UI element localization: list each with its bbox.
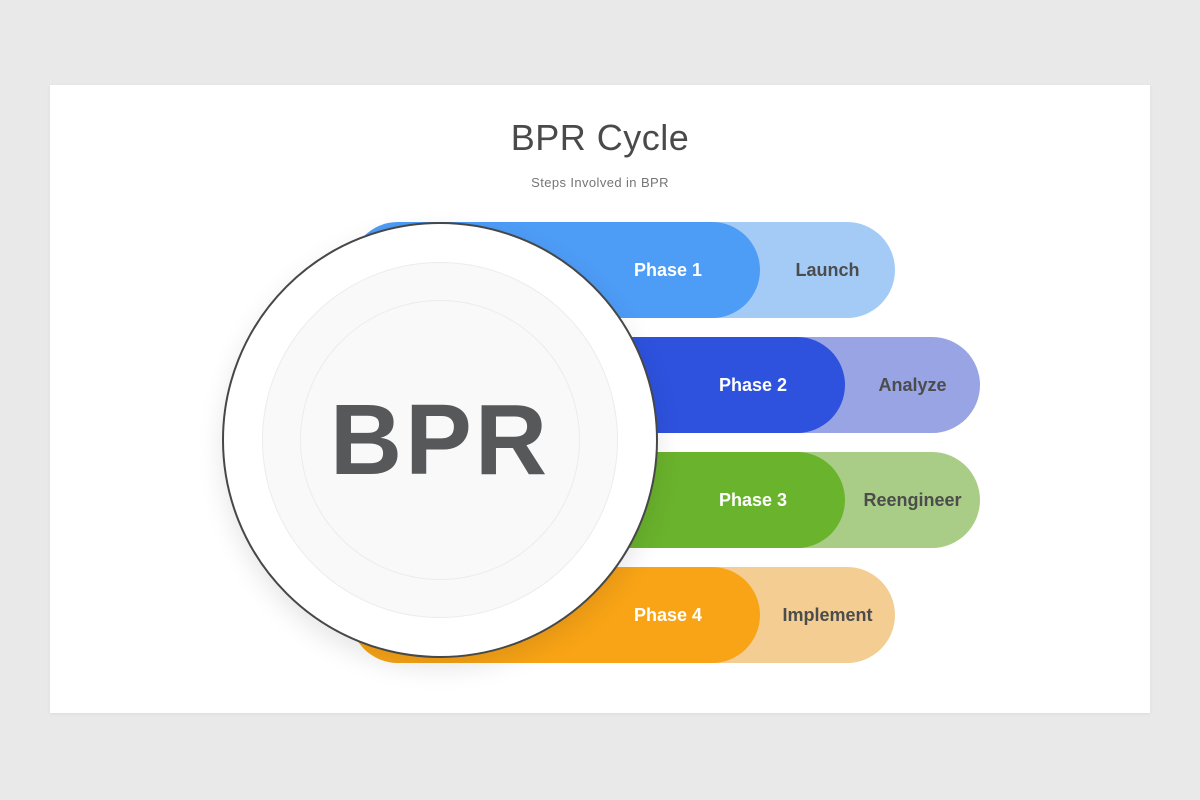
slide-title: BPR Cycle xyxy=(510,117,690,158)
slide-subtitle: Steps Involved in BPR xyxy=(531,175,669,190)
slide-card: BPR Cycle Steps Involved in BPR Launch P… xyxy=(50,85,1150,713)
phase-label-4: Phase 4 xyxy=(633,604,702,625)
phase-label-3: Phase 3 xyxy=(718,489,787,510)
bpr-diagram: Launch Phase 1 Analyze Phase 2 Reenginee… xyxy=(50,85,1150,713)
step-label-analyze: Analyze xyxy=(878,374,947,395)
bpr-circle-label: BPR xyxy=(329,383,551,496)
phase-label-1: Phase 1 xyxy=(633,259,702,280)
step-label-reengineer: Reengineer xyxy=(863,489,962,510)
bpr-circle-inner-ring xyxy=(300,300,580,580)
phase-label-2: Phase 2 xyxy=(718,374,787,395)
step-label-launch: Launch xyxy=(795,259,860,280)
bpr-circle: BPR xyxy=(222,222,658,658)
step-label-implement: Implement xyxy=(782,604,873,625)
